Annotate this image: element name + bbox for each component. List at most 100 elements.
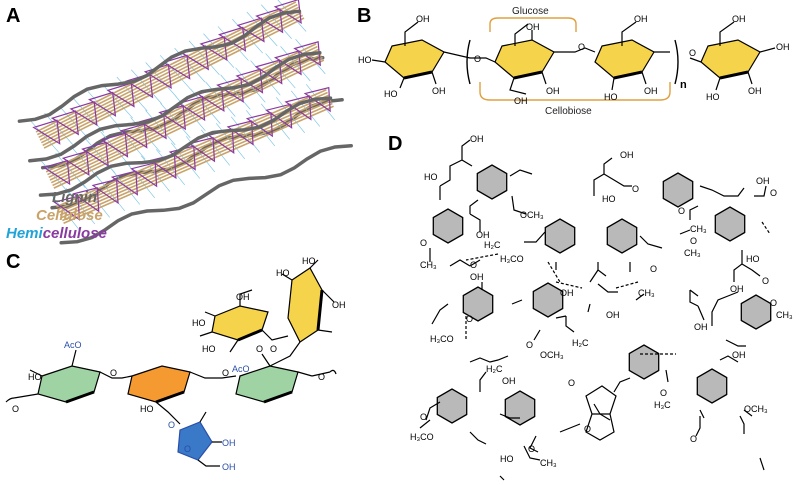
d-o-11: O: [526, 340, 533, 350]
aromatic-ring-12: [436, 388, 468, 424]
cellulose-strand-2-5: [50, 53, 322, 184]
d-oh-11: OH: [732, 350, 746, 360]
d-o-10: O: [466, 314, 473, 324]
cellulose-strand-3-4: [59, 97, 331, 216]
d-och3-2: OCH₃: [540, 350, 564, 360]
c-ho-3: HO: [302, 256, 316, 266]
cellobiose-label: Cellobiose: [545, 106, 592, 117]
b-ho-2: HO: [384, 89, 398, 99]
d-dashed-linkages: [465, 221, 771, 355]
d-o-5: O: [770, 188, 777, 198]
d-ch3-4: CH₃: [776, 310, 793, 320]
d-o-8: O: [770, 298, 777, 308]
glucose-bracket: [489, 17, 577, 32]
c-o-4: O: [110, 368, 117, 378]
d-oh-5: OH: [756, 176, 770, 186]
d-oh-4: OH: [620, 150, 634, 160]
glucose-ring-2: [494, 39, 555, 80]
aromatic-ring-3: [544, 218, 576, 254]
hemicellulose-loops-3: [53, 86, 331, 221]
c-oh-2: OH: [332, 300, 346, 310]
d-oh-6: OH: [730, 284, 744, 294]
b-ho-1: HO: [358, 55, 372, 65]
c-oh-1: OH: [236, 292, 250, 302]
aromatic-ring-4: [606, 218, 638, 254]
aromatic-ring-13: [504, 390, 536, 426]
cellulose-strand-2-1: [45, 43, 317, 173]
b-o-3: O: [689, 48, 696, 58]
d-oh-10: OH: [694, 322, 708, 332]
cellulose-strand-1-1: [35, 1, 297, 133]
b-o-1: O: [474, 54, 481, 64]
d-o-4: O: [678, 206, 685, 216]
glucose-ring-1: [384, 39, 445, 80]
c-aco-2: AcO: [232, 364, 250, 374]
cellulose-strand-3-5: [60, 100, 332, 219]
d-h2c-2: H₂C: [572, 338, 589, 348]
b-oh-9: OH: [776, 42, 790, 52]
aromatic-ring-7: [740, 294, 772, 330]
c-ho-5: HO: [28, 372, 42, 382]
legend-lignin: Lignin: [52, 189, 97, 206]
arabinose-ring: [177, 421, 213, 461]
b-ho-3: HO: [604, 92, 618, 102]
aromatic-ring-6: [714, 206, 746, 242]
lignin-strand-3-1: [38, 96, 333, 197]
cellulose-strand-1-5: [40, 11, 302, 144]
d-o-9: O: [650, 264, 657, 274]
b-oh-10: OH: [748, 86, 762, 96]
lignin-aromatic-rings: [432, 164, 772, 441]
b-oh-3: OH: [526, 22, 540, 32]
c-o-blue-2: O: [184, 444, 191, 454]
b-oh-8: OH: [732, 14, 746, 24]
d-ho-1: HO: [424, 172, 438, 182]
cellulose-strand-2-4: [49, 51, 321, 181]
aromatic-ring-10: [628, 344, 660, 380]
d-och3-1: OCH₃: [520, 210, 544, 220]
lignocellulose-fibers: [17, 0, 353, 245]
d-h3co-3: H₃CO: [410, 432, 434, 442]
repeat-n: n: [680, 79, 687, 91]
c-o-3: O: [12, 404, 19, 414]
lignin-strand-2-1: [28, 51, 322, 163]
cellulose-strand-3-1: [56, 89, 327, 208]
green-ring-2: [235, 365, 299, 404]
d-o-3: O: [632, 184, 639, 194]
c-o-6: O: [318, 372, 325, 382]
panel-c-label: C: [6, 251, 20, 273]
aromatic-ring-5: [662, 172, 694, 208]
glucose-ring-4: [700, 39, 761, 80]
d-ch3-6: CH₃: [540, 458, 557, 468]
d-oh-8: OH: [606, 310, 620, 320]
b-oh-7: OH: [644, 86, 658, 96]
b-o-2: O: [578, 42, 585, 52]
d-o-15: O: [528, 444, 535, 454]
aromatic-ring-1: [476, 164, 508, 200]
b-oh-6: OH: [634, 14, 648, 24]
aromatic-ring-8: [462, 286, 494, 322]
d-ho-3: HO: [746, 254, 760, 264]
b-oh-2: OH: [432, 86, 446, 96]
c-chain-end-right: [329, 369, 337, 375]
d-oh-9: OH: [502, 376, 516, 386]
green-ring-1: [37, 365, 101, 404]
yellow-ring-vertical: [287, 267, 324, 343]
lignin-strand-3-2: [59, 144, 353, 245]
c-chain-end-left: [5, 397, 15, 403]
cellulose-strand-2-6: [52, 56, 323, 187]
c-oh-blue-1: OH: [222, 438, 236, 448]
glucose-ring-3: [594, 39, 655, 80]
lignin-strand-1-1: [17, 9, 302, 123]
hemicellulose-loops-1: [32, 0, 302, 145]
d-ch3-5: CH₃: [638, 288, 655, 298]
d-o-16: O: [568, 378, 575, 388]
d-ho-2: HO: [602, 194, 616, 204]
aromatic-ring-2: [432, 208, 464, 244]
c-o-5: O: [222, 368, 229, 378]
d-oh-2: OH: [476, 230, 490, 240]
d-o-1: O: [420, 238, 427, 248]
galactose-ring: [211, 305, 269, 342]
c-o-blue-1: O: [168, 420, 175, 430]
cellulose-strand-3-6: [62, 102, 333, 222]
